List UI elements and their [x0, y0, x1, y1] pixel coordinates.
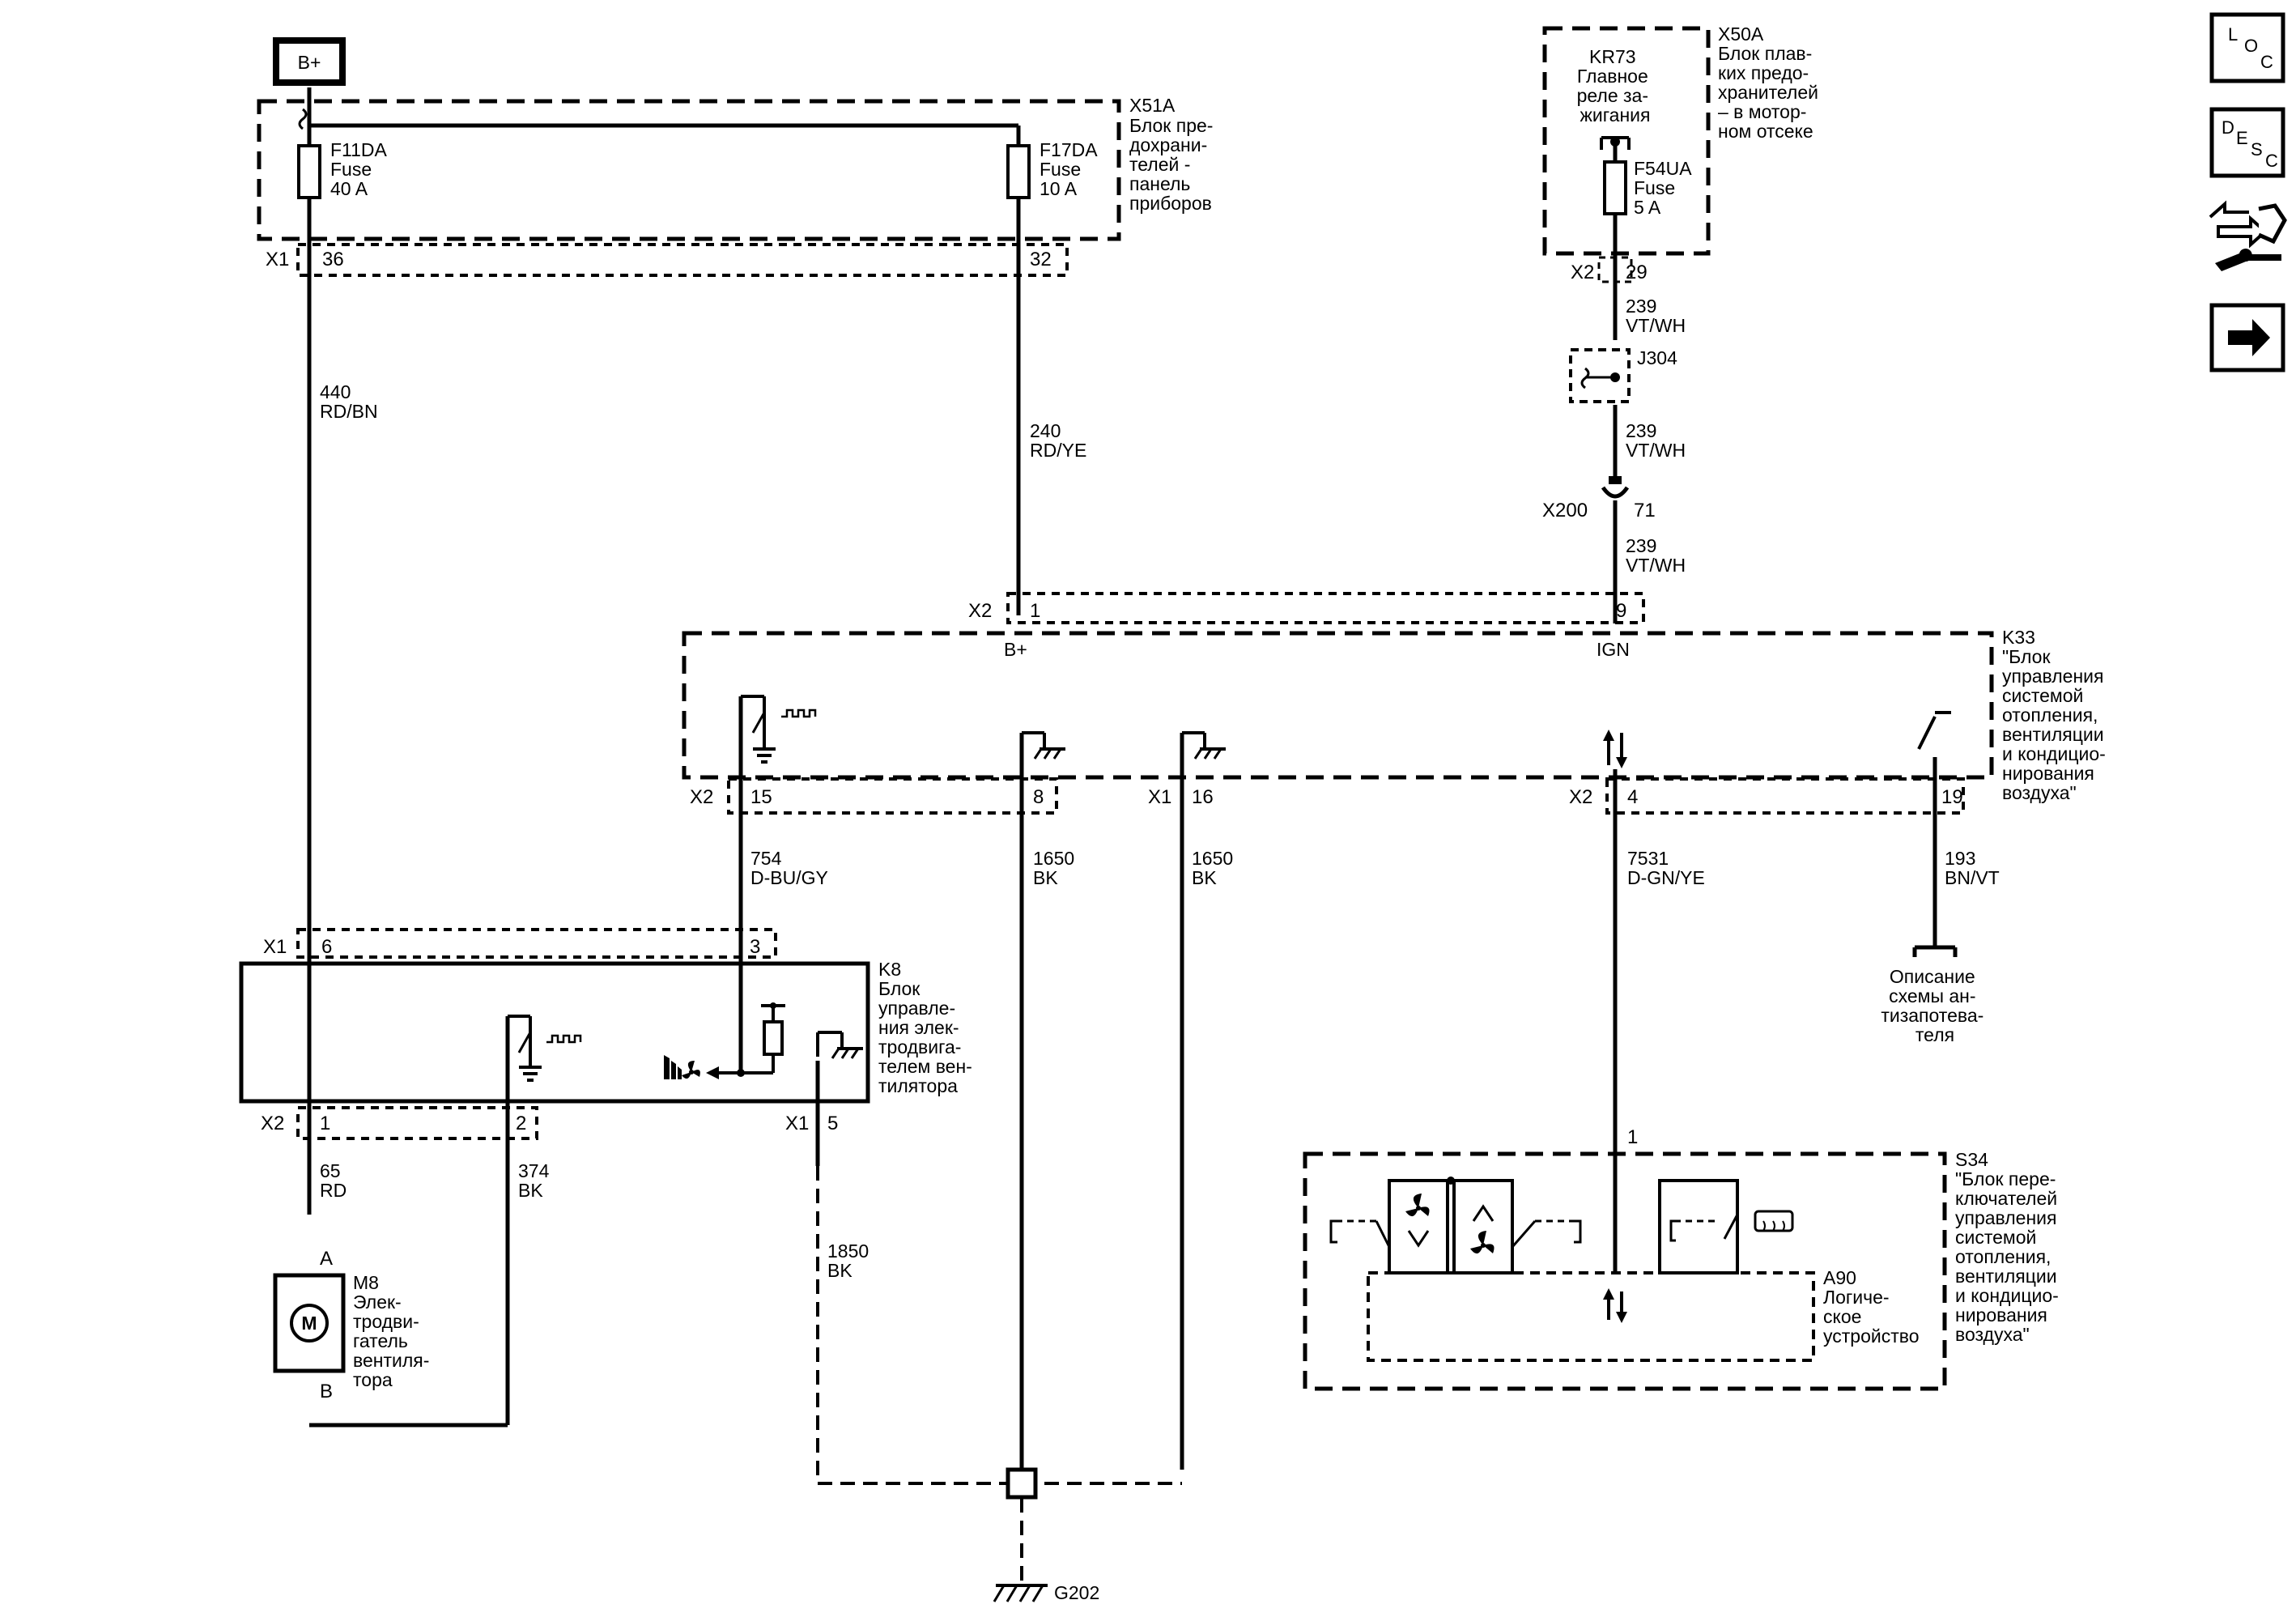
next-arrow-icon[interactable]: [2209, 303, 2285, 372]
k8-id: K8: [878, 959, 901, 980]
x51a-id: X51A: [1129, 95, 1176, 116]
k8-x2: X2: [261, 1113, 284, 1134]
a90-desc: Логиче- ское устройство: [1823, 1287, 1920, 1347]
blower-motor: [273, 1273, 346, 1373]
fuse-block-ip: [257, 99, 1121, 277]
k8-pin-5: 5: [827, 1113, 838, 1134]
fuse-f17da-text: F17DA Fuse 10 A: [1040, 139, 1102, 199]
fuse-f17da-symbol: [1006, 144, 1031, 199]
x50a-desc: Блок плав- ких предо- хранителей – в мот…: [1718, 43, 1823, 142]
hvac-control-module: [682, 592, 1994, 815]
splice-j304-label: J304: [1637, 347, 1677, 368]
k33-x2-right: X2: [1569, 786, 1592, 808]
k33-ign-label: IGN: [1597, 639, 1630, 660]
k33-pin-8: 8: [1033, 786, 1044, 808]
x200-label: X200: [1542, 500, 1588, 521]
k33-id: K33: [2002, 627, 2035, 648]
motor-pin-a: A: [320, 1248, 333, 1270]
defog-reference-text[interactable]: Описание схемы ан- тизапотева- теля: [1881, 966, 1988, 1045]
x51a-pin-36: 36: [322, 249, 344, 270]
s34-id: S34: [1955, 1149, 1988, 1170]
splice-j304: [1569, 348, 1631, 403]
k8-desc: Блок управле- ния элек- тродвига- телем …: [878, 978, 977, 1096]
repair-icon[interactable]: [2209, 200, 2287, 271]
motor-desc: Элек- тродви- гатель вентиля- тора: [353, 1291, 435, 1390]
battery-plus-label: B+: [298, 52, 321, 73]
battery-plus-box: [273, 37, 346, 86]
x50a-connector: X2: [1571, 262, 1594, 283]
motor-pin-b: B: [320, 1381, 333, 1402]
k8-pin-6: 6: [321, 936, 332, 958]
ground-g202-symbol: [993, 1584, 1048, 1602]
svg-text:C: C: [2265, 151, 2278, 171]
x51a-connector: X1: [266, 249, 289, 270]
fuse-block-engine: [1542, 26, 1711, 283]
motor-symbol: M: [301, 1313, 317, 1334]
location-icon[interactable]: L O C: [2209, 12, 2285, 83]
svg-text:D: D: [2222, 117, 2234, 138]
x50a-id: X50A: [1718, 23, 1764, 45]
fan-speed-icon: [664, 1055, 700, 1079]
s34-pin-1: 1: [1627, 1126, 1638, 1148]
svg-text:L: L: [2228, 24, 2238, 45]
defog-reference: [1912, 945, 1958, 957]
svg-text:C: C: [2260, 52, 2273, 72]
k33-pin-1: 1: [1030, 600, 1040, 622]
s34-desc: "Блок пере- ключателей управления систем…: [1955, 1168, 2064, 1345]
ground-splice: [1006, 1467, 1038, 1500]
k33-bplus-label: B+: [1004, 639, 1027, 660]
ground-g202-label: G202: [1054, 1582, 1099, 1603]
fuse-f11da-symbol: [297, 144, 321, 199]
a90-id: A90: [1823, 1267, 1856, 1288]
relay-kr73-label: KR73 Главное реле за- жигания: [1577, 46, 1654, 126]
k8-pin-2: 2: [516, 1113, 526, 1134]
inline-connector-x200: [1601, 486, 1630, 499]
x51a-desc: Блок пре- дохрани- телей - панель прибор…: [1129, 115, 1218, 214]
motor-id: M8: [353, 1272, 379, 1293]
k33-pin-16: 16: [1192, 786, 1214, 808]
fuse-f54ua-symbol: [1603, 160, 1627, 215]
x51a-pin-32: 32: [1030, 249, 1052, 270]
x50a-pin-29: 29: [1626, 262, 1648, 283]
k33-pin-19: 19: [1941, 786, 1963, 808]
k8-x1-top: X1: [263, 936, 287, 958]
k33-x2-left: X2: [690, 786, 713, 808]
k33-x1: X1: [1148, 786, 1171, 808]
k33-pin-9: 9: [1616, 600, 1626, 622]
k8-x1-bottom: X1: [785, 1113, 809, 1134]
hvac-switch-assembly: [1303, 1151, 1947, 1391]
blower-motor-control-module: [239, 928, 870, 1140]
ground-circuit: [816, 1166, 1182, 1583]
wires: [307, 87, 1937, 1470]
k33-x2-top: X2: [968, 600, 992, 622]
svg-text:X51A: X51A: [1129, 95, 1176, 116]
k8-pin-3: 3: [750, 936, 760, 958]
k33-pin-15: 15: [750, 786, 772, 808]
k8-pin-1: 1: [320, 1113, 330, 1134]
x200-pin-71: 71: [1634, 500, 1656, 521]
fuse-f54ua-text: F54UA Fuse 5 A: [1634, 158, 1696, 218]
svg-text:S: S: [2251, 139, 2263, 160]
k33-desc: "Блок управления системой отопления, вен…: [2002, 646, 2111, 803]
fuse-f11da-text: F11DA Fuse 40 A: [330, 139, 391, 199]
svg-text:O: O: [2244, 36, 2258, 56]
svg-text:E: E: [2236, 128, 2248, 148]
k33-pin-4: 4: [1627, 786, 1638, 808]
description-icon[interactable]: D E S C: [2209, 107, 2285, 178]
